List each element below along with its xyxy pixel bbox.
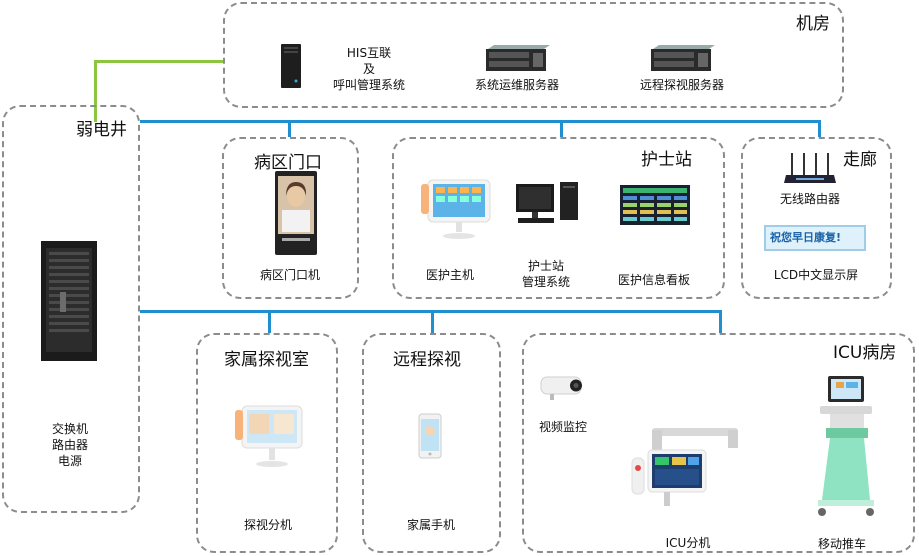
icu-device-label: ICU分机 xyxy=(665,536,711,550)
wireless-router-icon xyxy=(782,151,838,189)
remote-visit-device-label: 家属手机 xyxy=(406,518,455,532)
weak-shaft-device-2: 路由器 xyxy=(51,438,88,452)
mobile-phone-icon xyxy=(418,413,442,459)
lcd-display-text: 祝您早日康复! xyxy=(770,231,842,244)
uplink-line-horizontal xyxy=(94,60,224,63)
machine-room-zone xyxy=(223,2,844,108)
bus-drop-icu xyxy=(719,310,722,333)
his-label-1: HIS互联 xyxy=(346,46,392,60)
his-label-3: 呼叫管理系统 xyxy=(332,78,405,92)
remote-visit-zone xyxy=(362,333,501,553)
bus-drop-corridor xyxy=(818,120,821,137)
rack-server-icon xyxy=(484,43,552,73)
nurse-station-zone xyxy=(392,137,725,299)
lcd-display xyxy=(764,225,866,251)
camera-icon xyxy=(538,373,588,401)
weak-shaft-device-1: 交换机 xyxy=(51,422,88,436)
rack-server-icon xyxy=(649,43,717,73)
bus-drop-ward-door xyxy=(288,120,291,137)
weak-shaft-zone xyxy=(2,105,140,513)
remote-server-label: 远程探视服务器 xyxy=(639,78,724,92)
nurse-system-label-2: 管理系统 xyxy=(521,275,570,289)
icu-zone xyxy=(522,333,915,553)
icu-cart-label: 移动推车 xyxy=(817,537,866,551)
remote-visit-title: 远程探视 xyxy=(393,350,461,370)
weak-shaft-device-3: 电源 xyxy=(57,454,82,468)
corridor-zone xyxy=(741,137,892,299)
visit-terminal-icon xyxy=(234,404,304,468)
bus-drop-remote-visit xyxy=(431,310,434,333)
bus-drop-family-room xyxy=(268,310,271,333)
nurse-station-title: 护士站 xyxy=(641,150,692,170)
family-room-title: 家属探视室 xyxy=(224,350,309,370)
ward-door-device-label: 病区门口机 xyxy=(259,268,320,282)
bus-drop-nurse-station xyxy=(560,120,563,137)
ops-server-label: 系统运维服务器 xyxy=(474,78,559,92)
corridor-router-label: 无线路由器 xyxy=(779,192,840,206)
bus-line-top xyxy=(140,120,820,123)
desktop-pc-icon xyxy=(514,180,582,226)
nurse-system-label-1: 护士站 xyxy=(527,259,564,273)
tower-server-icon xyxy=(280,43,302,89)
corridor-title: 走廊 xyxy=(843,150,877,170)
corridor-lcd-label: LCD中文显示屏 xyxy=(773,268,859,282)
medical-host-icon xyxy=(420,178,494,240)
family-room-device-label: 探视分机 xyxy=(243,518,292,532)
nurse-board-label: 医护信息看板 xyxy=(617,273,690,287)
weak-shaft-title: 弱电井 xyxy=(76,120,127,140)
icu-camera-label: 视频监控 xyxy=(538,420,587,434)
ward-door-title: 病区门口 xyxy=(254,153,322,173)
family-room-zone xyxy=(196,333,338,553)
icu-title: ICU病房 xyxy=(833,343,897,363)
machine-room-title: 机房 xyxy=(796,14,830,34)
info-board-icon xyxy=(619,184,691,226)
his-label-2: 及 xyxy=(362,62,375,76)
ward-door-zone xyxy=(222,137,359,299)
nurse-host-label: 医护主机 xyxy=(425,268,474,282)
mobile-cart-icon xyxy=(810,374,882,522)
network-cabinet-icon xyxy=(40,240,98,362)
icu-terminal-icon xyxy=(622,424,746,512)
door-terminal-icon xyxy=(274,170,318,256)
uplink-line-vertical xyxy=(94,60,97,122)
